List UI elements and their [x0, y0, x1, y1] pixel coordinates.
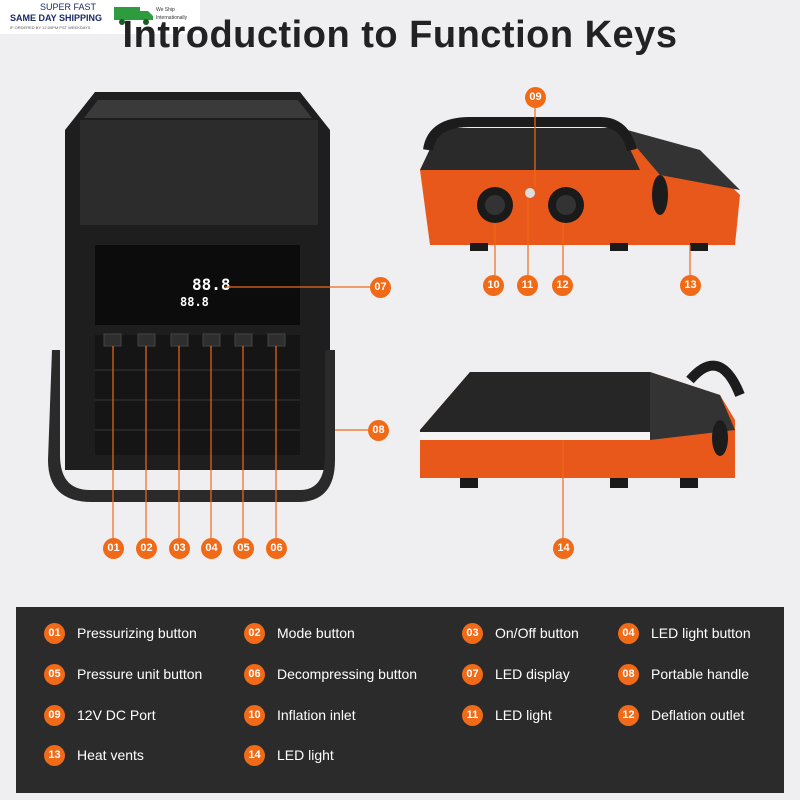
back-view-device: [420, 117, 740, 251]
callout-02: 02: [136, 538, 157, 559]
legend-number: 09: [44, 705, 65, 726]
legend-label: Heat vents: [77, 747, 144, 763]
leader-lines: [112, 108, 691, 538]
legend-number: 10: [244, 705, 265, 726]
badge-line1: SUPER FAST: [40, 2, 97, 12]
callout-04: 04: [201, 538, 222, 559]
legend-label: 12V DC Port: [77, 707, 156, 723]
legend-label: LED light: [495, 707, 552, 723]
lcd-bottom: 88.8: [180, 295, 209, 309]
legend-number: 13: [44, 745, 65, 766]
legend-number: 07: [462, 664, 483, 685]
legend-label: LED display: [495, 666, 570, 682]
lcd-top: 88.8: [192, 275, 231, 294]
callout-14: 14: [553, 538, 574, 559]
callout-10: 10: [483, 275, 504, 296]
side-view-device: [420, 360, 745, 488]
legend-number: 02: [244, 623, 265, 644]
legend-label: Pressure unit button: [77, 666, 203, 682]
legend-label: LED light: [277, 747, 334, 763]
legend-panel: 01 Pressurizing button 02 Mode button 03…: [16, 607, 784, 793]
callout-08: 08: [368, 420, 389, 441]
badge-line3: IF ORDERED BY 12:00PM PST WEEKDAYS: [10, 25, 91, 30]
callout-06: 06: [266, 538, 287, 559]
legend-label: Portable handle: [651, 666, 750, 682]
legend-number: 11: [462, 705, 483, 726]
callout-13: 13: [680, 275, 701, 296]
badge-line2: SAME DAY SHIPPING: [10, 13, 103, 23]
legend-label: LED light button: [651, 625, 751, 641]
legend-label: On/Off button: [495, 625, 579, 641]
callout-12: 12: [552, 275, 573, 296]
legend-label: Decompressing button: [277, 666, 418, 682]
legend-number: 01: [44, 623, 65, 644]
page-title: Introduction to Function Keys: [122, 14, 678, 56]
truck-icon: [114, 7, 153, 25]
callout-07: 07: [370, 277, 391, 298]
legend-number: 14: [244, 745, 265, 766]
legend-number: 06: [244, 664, 265, 685]
legend-number: 08: [618, 664, 639, 685]
badge-line4: We Ship Internationally: [156, 7, 188, 21]
legend-label: Deflation outlet: [651, 707, 745, 723]
legend-number: 12: [618, 705, 639, 726]
legend-label: Pressurizing button: [77, 625, 197, 641]
callout-05: 05: [233, 538, 254, 559]
legend-number: 04: [618, 623, 639, 644]
shipping-badge: SUPER FAST SAME DAY SHIPPING IF ORDERED …: [0, 0, 200, 34]
legend-number: 05: [44, 664, 65, 685]
legend-label: Inflation inlet: [277, 707, 356, 723]
callout-03: 03: [169, 538, 190, 559]
callout-11: 11: [517, 275, 538, 296]
callout-01: 01: [103, 538, 124, 559]
callout-09: 09: [525, 87, 546, 108]
legend-label: Mode button: [277, 625, 355, 641]
legend-number: 03: [462, 623, 483, 644]
front-view-device: [48, 92, 335, 502]
